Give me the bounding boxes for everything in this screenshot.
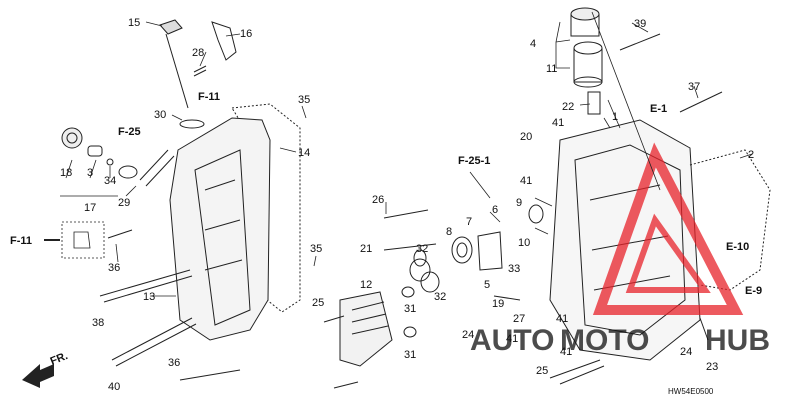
part-label: 29	[118, 197, 130, 209]
watermark-text-hub: HUB	[705, 324, 770, 357]
watermark-text-moto: MOTO	[560, 324, 649, 357]
part-label: 24	[680, 346, 692, 358]
part-label: 6	[492, 204, 498, 216]
part-label: 41	[552, 117, 564, 129]
part-label: 41	[506, 333, 518, 345]
ref-f25: F-25	[118, 126, 141, 138]
part-label: 11	[546, 63, 557, 75]
part-label: 33	[508, 263, 520, 275]
watermark-triangle-icon	[592, 142, 744, 315]
part-label: 38	[92, 317, 104, 329]
front-label: FR.	[49, 350, 70, 368]
part-label: 7	[466, 216, 472, 228]
left-cover-assembly	[61, 19, 301, 381]
part-label: 24	[462, 329, 474, 341]
part-label: 10	[518, 237, 530, 249]
part-label: 18	[60, 167, 72, 179]
ref-f25-1: F-25-1	[458, 155, 490, 167]
part-label: 26	[372, 194, 384, 206]
drawing-code: HW54E0500	[668, 387, 714, 396]
front-arrow-icon	[22, 364, 54, 388]
leader-lines	[60, 11, 753, 297]
ref-e1: E-1	[650, 103, 667, 115]
part-label: 22	[562, 101, 574, 113]
reference-labels: F-11 F-25 F-11 F-25-1 E-1 E-10 E-9	[10, 91, 762, 297]
part-label: 28	[192, 47, 204, 59]
part-label: 19	[492, 298, 504, 310]
ref-f11-top: F-11	[198, 91, 220, 103]
part-label: 34	[104, 175, 116, 187]
part-labels: 15 16 28 30 35 14 18 3 34 17 29 36 13 35…	[60, 17, 754, 393]
ref-f11-left: F-11	[10, 235, 32, 247]
part-label: 36	[108, 262, 120, 274]
front-indicator: FR.	[22, 350, 70, 388]
part-label: 17	[84, 202, 96, 214]
part-label: 36	[168, 357, 180, 369]
part-label: 14	[298, 147, 310, 159]
part-label: 32	[416, 243, 428, 255]
part-label: 13	[143, 291, 155, 303]
part-label: 31	[404, 349, 416, 361]
part-label: 21	[360, 243, 372, 255]
part-label: 37	[688, 81, 700, 93]
clip-detail-box	[44, 221, 105, 259]
part-label: 30	[154, 109, 166, 121]
watermark-text-auto: AUTO	[470, 324, 554, 357]
part-label: 35	[310, 243, 322, 255]
part-label: 4	[530, 38, 536, 50]
part-label: 8	[446, 226, 452, 238]
middle-parts	[323, 204, 544, 389]
part-label: 31	[404, 303, 416, 315]
part-label: 35	[298, 94, 310, 106]
part-label: 9	[516, 197, 522, 209]
part-label: 25	[312, 297, 324, 309]
part-label: 16	[240, 28, 252, 40]
part-label: 39	[634, 18, 646, 30]
part-label: 41	[520, 175, 532, 187]
part-label: 27	[513, 313, 525, 325]
watermark: AUTO MOTO HUB	[470, 142, 770, 357]
part-label: 25	[536, 365, 548, 377]
part-label: 12	[360, 279, 372, 291]
part-label: 40	[108, 381, 120, 393]
part-label: 23	[706, 361, 718, 373]
part-label: 5	[484, 279, 490, 291]
part-label: 41	[560, 346, 572, 358]
part-label: 41	[556, 313, 568, 325]
part-label: 20	[520, 131, 532, 143]
part-label: 32	[434, 291, 446, 303]
ref-e9: E-9	[745, 285, 762, 297]
ref-e10: E-10	[726, 241, 749, 253]
part-label: 15	[128, 17, 140, 29]
part-label: 1	[612, 111, 618, 123]
part-label: 3	[87, 167, 93, 179]
part-label: 2	[748, 149, 754, 161]
